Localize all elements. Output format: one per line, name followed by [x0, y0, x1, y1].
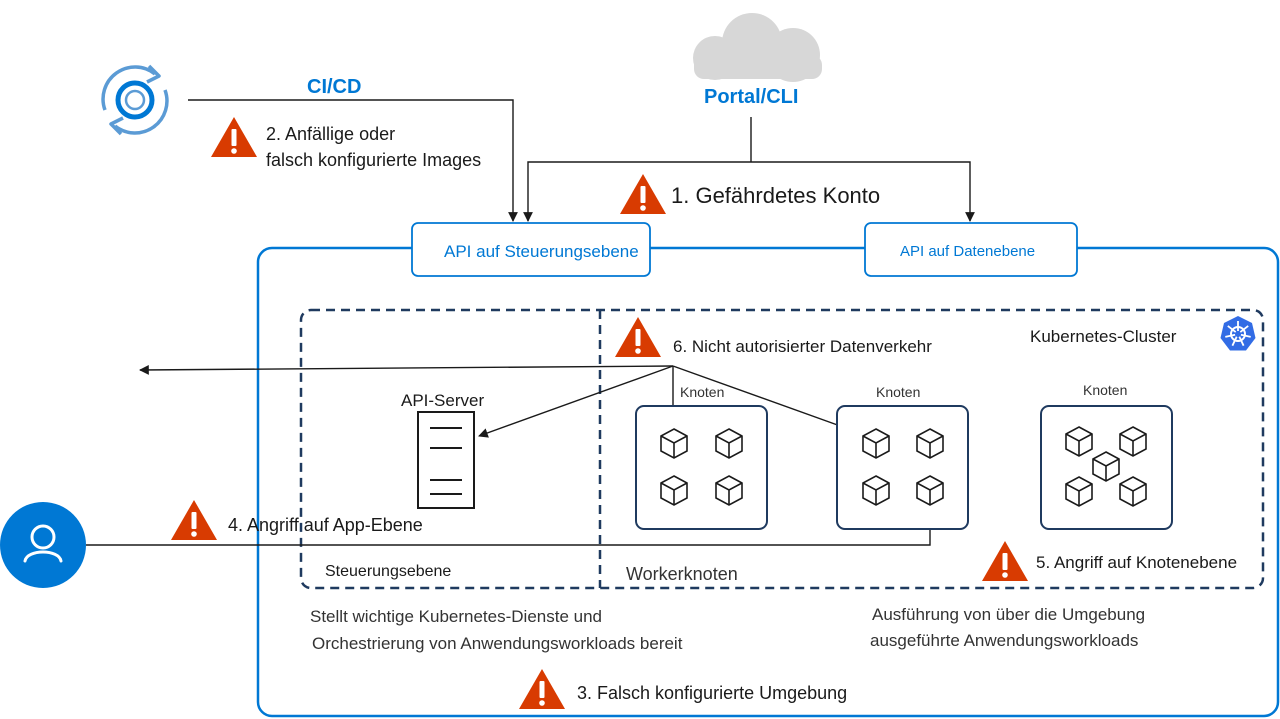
api-data-label: API auf Datenebene	[900, 243, 1036, 260]
worker-desc-line-2: ausgeführte Anwendungsworkloads	[870, 631, 1139, 650]
threat-4-label: 4. Angriff auf App-Ebene	[228, 515, 423, 535]
control-desc-line-1: Stellt wichtige Kubernetes-Dienste und	[310, 607, 602, 626]
node-2-label: Knoten	[876, 384, 921, 400]
worker-desc-line-1: Ausführung von über die Umgebung	[872, 605, 1146, 624]
control-desc-line-2: Orchestrierung von Anwendungsworkloads b…	[312, 634, 683, 653]
portal-connector-left	[523, 161, 751, 222]
warning-icon-2	[211, 117, 257, 157]
threat-5-label: 5. Angriff auf Knotenebene	[1036, 553, 1238, 572]
traffic-arrow-out	[139, 365, 674, 375]
threat-1-label: 1. Gefährdetes Konto	[671, 183, 881, 208]
node-1-label: Knoten	[680, 384, 725, 400]
cluster-boundary	[299, 308, 1265, 590]
threat-3-label: 3. Falsch konfigurierte Umgebung	[577, 683, 848, 703]
control-plane-label: Steuerungsebene	[325, 563, 452, 580]
node-box-2	[836, 405, 969, 530]
traffic-arrow-node	[672, 365, 858, 434]
cloud-icon	[693, 13, 822, 82]
portal-cli-label: Portal/CLI	[704, 86, 799, 108]
kubernetes-icon	[1220, 316, 1256, 351]
traffic-arrow-api	[478, 365, 674, 438]
warning-icon-1	[620, 174, 666, 214]
api-control-box	[411, 222, 651, 277]
warning-icon-6	[615, 317, 661, 357]
warning-icon-4	[171, 500, 217, 540]
warning-icon-3	[519, 669, 565, 709]
environment-boundary	[256, 246, 1280, 718]
node-box-1	[635, 405, 768, 530]
threat-6-label: 6. Nicht autorisierter Datenverkehr	[673, 337, 932, 356]
cicd-label: CI/CD	[307, 76, 362, 98]
user-avatar-icon	[0, 502, 86, 588]
api-server-icon	[417, 411, 475, 509]
worker-nodes-label: Workerknoten	[626, 564, 738, 584]
portal-connector-right	[751, 161, 975, 222]
threat-2-line-2: falsch konfigurierte Images	[266, 150, 482, 170]
api-control-label: API auf Steuerungsebene	[444, 242, 639, 261]
api-server-label: API-Server	[401, 391, 485, 410]
threat-2-line-1: 2. Anfällige oder	[266, 124, 396, 144]
warning-icon-5	[982, 541, 1028, 581]
cicd-refresh-icon	[101, 64, 169, 136]
cluster-label: Kubernetes-Cluster	[1030, 327, 1177, 346]
api-data-box	[864, 222, 1078, 277]
node-3-label: Knoten	[1083, 382, 1128, 398]
cicd-connector	[188, 99, 518, 222]
